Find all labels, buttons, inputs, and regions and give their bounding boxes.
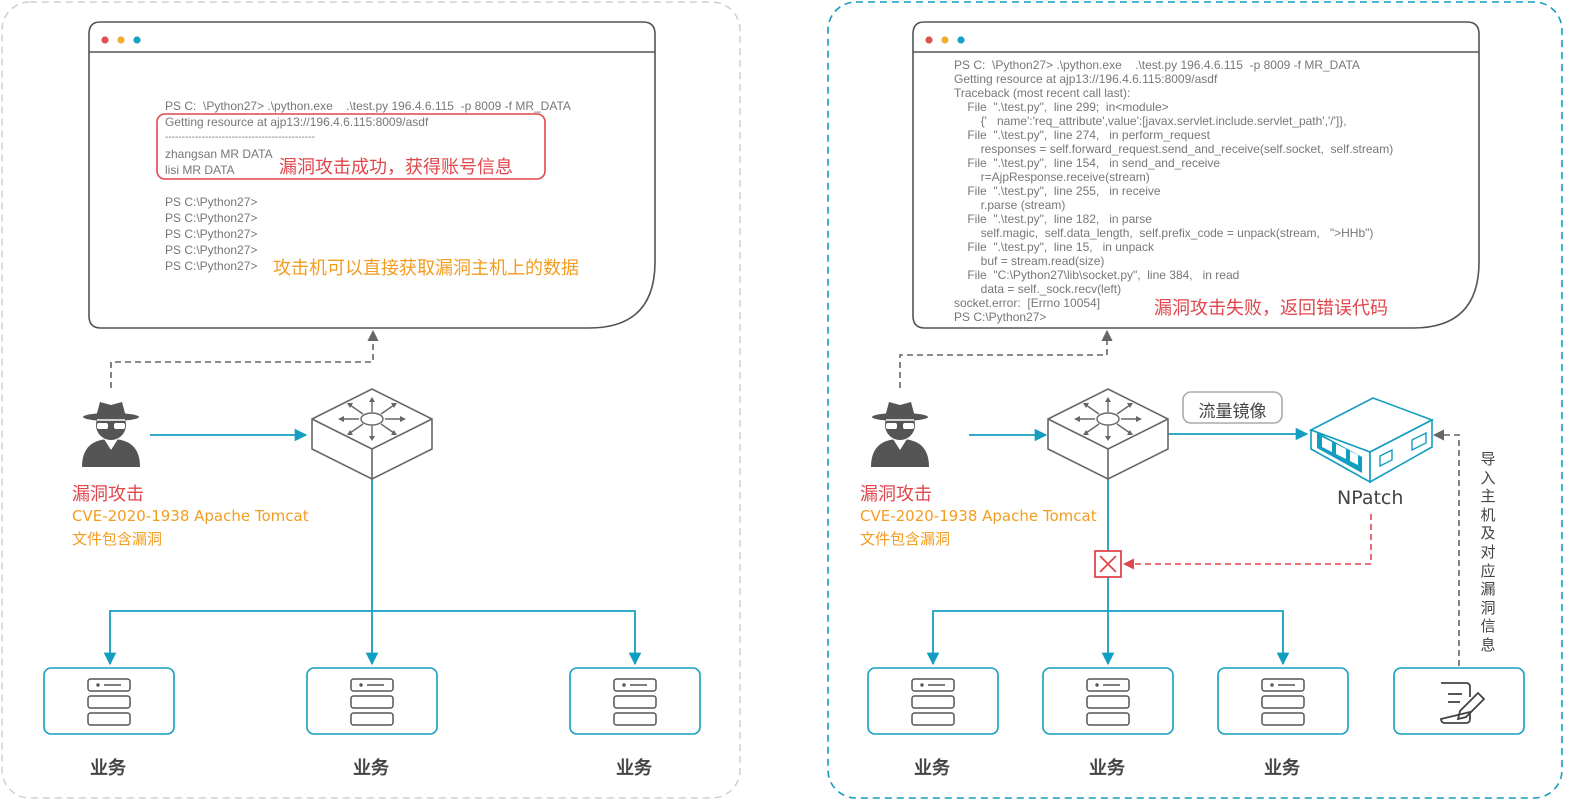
service-label: 业务 — [914, 758, 950, 779]
npatch-label: NPatch — [1337, 487, 1404, 509]
service-label: 业务 — [1264, 758, 1300, 779]
terminal-prompt: PS C:\Python27> — [165, 211, 258, 225]
terminal-line: Getting resource at ajp13://196.4.6.115:… — [165, 115, 429, 129]
cve-label: CVE-2020-1938 Apache Tomcat — [72, 507, 309, 525]
terminal-prompt: PS C:\Python27> — [954, 310, 1047, 324]
server-icon — [306, 667, 438, 735]
success-note: 漏洞攻击成功，获得账号信息 — [279, 157, 513, 178]
service-label: 业务 — [1089, 758, 1125, 779]
attack-title: 漏洞攻击 — [72, 484, 144, 505]
window-dot-teal — [133, 36, 141, 44]
terminal-prompt: PS C:\Python27> — [165, 227, 258, 241]
switch-icon — [311, 388, 433, 480]
right-panel-frame — [827, 1, 1563, 799]
terminal-line: r.parse (stream) — [954, 198, 1066, 212]
terminal-prompt: PS C:\Python27> — [165, 259, 258, 273]
mirror-label: 流量镜像 — [1198, 402, 1267, 422]
terminal-line: r=AjpResponse.receive(stream) — [954, 170, 1150, 184]
terminal-line: socket.error: [Errno 10054] — [954, 296, 1101, 310]
terminal-line: self.magic, self.data_length, self.prefi… — [954, 226, 1374, 240]
window-dot-red — [101, 36, 109, 44]
server-icon — [569, 667, 701, 735]
server-icon — [867, 667, 999, 735]
left-branch-line — [103, 610, 642, 666]
window-dot-teal — [957, 36, 965, 44]
right-response-line — [899, 329, 1113, 388]
terminal-command-line: PS C: \Python27> .\python.exe .\test.py … — [165, 99, 571, 113]
server-icon — [1042, 667, 1174, 735]
terminal-line: data = self._sock.recv(left) — [954, 282, 1122, 296]
right-branch-line — [926, 610, 1290, 666]
block-command-line — [1122, 514, 1372, 570]
terminal-line: File ".\test.py", line 299; in<module> — [954, 100, 1169, 114]
attack-title: 漏洞攻击 — [860, 484, 932, 505]
hacker-icon — [81, 401, 141, 468]
switch-icon — [1047, 388, 1169, 480]
window-dot-yellow — [117, 36, 125, 44]
terminal-line: File ".\test.py", line 255, in receive — [954, 184, 1161, 198]
success-highlight-box — [156, 113, 546, 180]
terminal-line: File ".\test.py", line 182, in parse — [954, 212, 1152, 226]
window-dot-red — [925, 36, 933, 44]
terminal-line: Getting resource at ajp13://196.4.6.115:… — [954, 72, 1218, 86]
mirror-label-box — [1182, 391, 1283, 424]
terminal-line: File "C:\Python27\lib\socket.py", line 3… — [954, 268, 1240, 282]
import-info-line — [1432, 429, 1460, 666]
terminal-line: File ".\test.py", line 154, in send_and_… — [954, 156, 1220, 170]
terminal-prompt: PS C:\Python27> — [165, 195, 258, 209]
terminal-line: Traceback (most recent call last): — [954, 86, 1131, 100]
server-icon — [1217, 667, 1349, 735]
terminal-prompt: PS C:\Python27> — [165, 243, 258, 257]
fail-note: 漏洞攻击失败，返回错误代码 — [1154, 298, 1388, 319]
left-panel-frame — [1, 1, 741, 799]
terminal-separator: ----------------------------------------… — [165, 132, 315, 143]
block-icon — [1094, 550, 1122, 578]
npatch-appliance-icon — [1309, 397, 1434, 484]
service-label: 业务 — [616, 758, 652, 779]
terminal-line: PS C: \Python27> .\python.exe .\test.py … — [954, 58, 1360, 72]
terminal-line: buf = stream.read(size) — [954, 254, 1105, 268]
document-edit-icon — [1393, 667, 1525, 735]
window-dot-yellow — [941, 36, 949, 44]
terminal-line: File ".\test.py", line 274, in perform_r… — [954, 128, 1210, 142]
access-note: 攻击机可以直接获取漏洞主机上的数据 — [273, 258, 579, 279]
server-icon — [43, 667, 175, 735]
cve-description: 文件包含漏洞 — [72, 530, 163, 548]
left-response-line — [110, 329, 379, 388]
service-label: 业务 — [90, 758, 126, 779]
hacker-icon — [870, 401, 930, 468]
cve-label: CVE-2020-1938 Apache Tomcat — [860, 507, 1097, 525]
terminal-line: {' name':'req_attribute',value':[javax.s… — [954, 114, 1347, 128]
terminal-line: responses = self.forward_request.send_an… — [954, 142, 1394, 156]
terminal-line: File ".\test.py", line 15, in unpack — [954, 240, 1154, 254]
import-note: 导入主机及对应漏洞信息 — [1480, 450, 1496, 654]
cve-description: 文件包含漏洞 — [860, 530, 951, 548]
service-label: 业务 — [353, 758, 389, 779]
right-terminal-window — [912, 21, 1480, 329]
left-terminal-window — [88, 21, 656, 329]
terminal-line: lisi MR DATA — [165, 163, 235, 177]
terminal-line: zhangsan MR DATA — [165, 147, 273, 161]
